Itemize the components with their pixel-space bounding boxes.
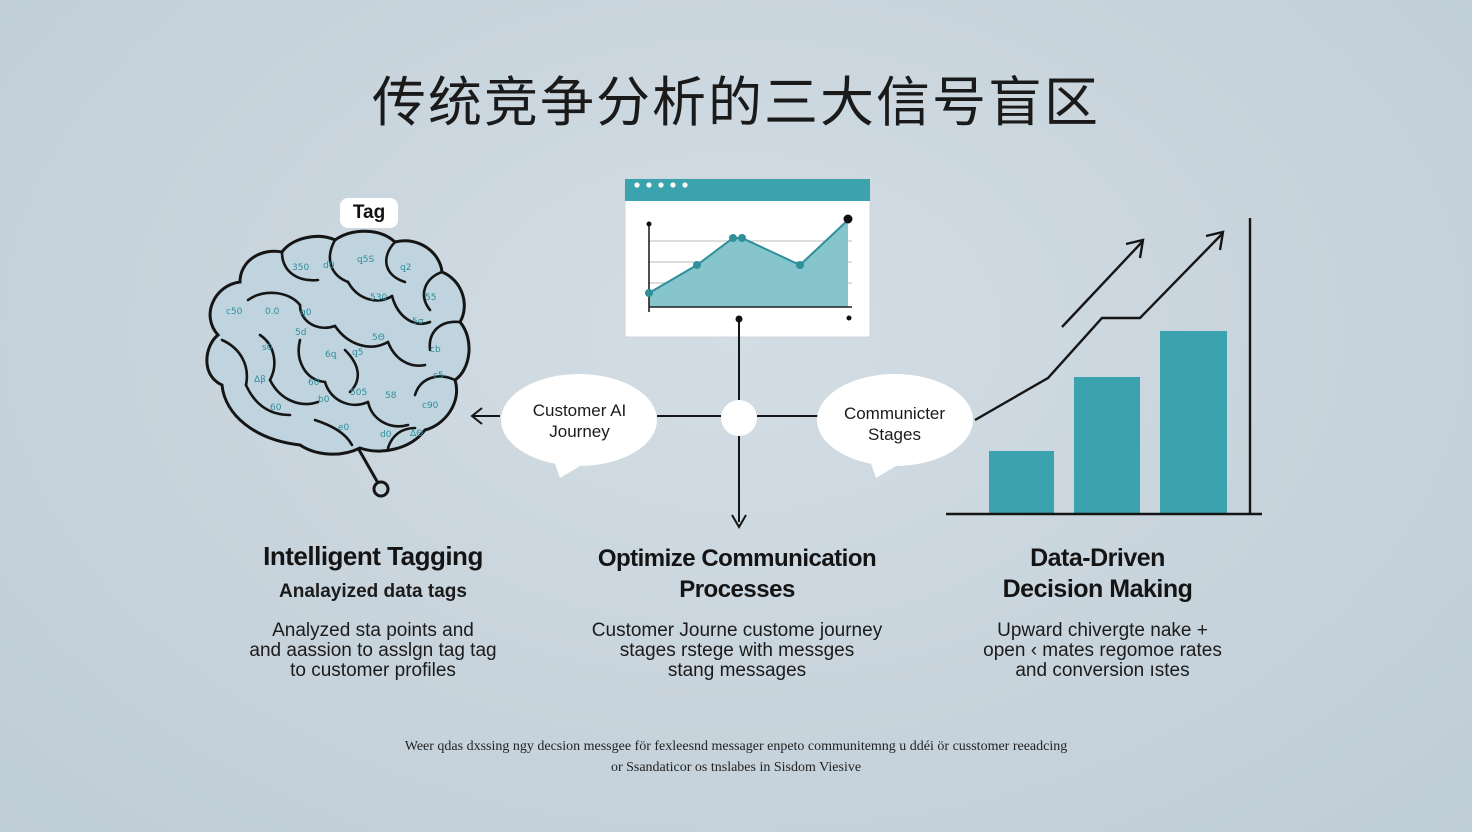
svg-text:58: 58	[385, 391, 397, 401]
svg-text:c90: c90	[422, 401, 439, 411]
svg-text:c5: c5	[433, 371, 444, 381]
svg-text:ΔΘ: ΔΘ	[410, 429, 423, 439]
trend-arrow-icon	[974, 230, 1225, 422]
svg-text:505: 505	[350, 388, 367, 398]
column-heading-optimize-communication: Optimize Communication Processes	[597, 545, 877, 603]
column-body-communication: Customer Journe custome journey stages r…	[591, 620, 883, 681]
column-heading-intelligent-tagging: Intelligent Tagging	[263, 541, 483, 571]
column-heading-data-driven: Data-Driven Decision Making	[1002, 544, 1193, 603]
svg-text:d0: d0	[380, 430, 392, 440]
connector-lines	[470, 319, 818, 529]
svg-text:Δβ: Δβ	[254, 375, 266, 385]
svg-text:5σ: 5σ	[412, 317, 424, 327]
svg-text:55: 55	[425, 293, 436, 303]
svg-text:60: 60	[270, 403, 282, 413]
svg-text:b0: b0	[318, 395, 330, 405]
hub-circle	[721, 400, 757, 436]
svg-text:0.0: 0.0	[265, 307, 280, 317]
svg-text:e0: e0	[338, 423, 350, 433]
svg-text:ꝗ2: ꝗ2	[400, 263, 411, 273]
svg-text:350: 350	[292, 263, 309, 273]
svg-text:c50: c50	[226, 307, 243, 317]
column-body-tagging: Analyzed sta points and and aassion to a…	[249, 620, 497, 681]
svg-text:60: 60	[308, 378, 320, 388]
brain-tag-label: Tag	[340, 198, 398, 228]
svg-text:ꝗ0: ꝗ0	[300, 308, 312, 318]
svg-text:cb: cb	[430, 345, 441, 355]
speech-bubble-icon	[501, 374, 973, 478]
svg-text:5d: 5d	[295, 328, 306, 338]
line-chart-window-icon	[624, 178, 871, 338]
footnote: Weer qdas dxssing ngy decsion messgee fö…	[404, 739, 1068, 775]
column-subheading-tagging: Analayized data tags	[279, 581, 467, 602]
svg-text:s0: s0	[262, 343, 273, 353]
svg-text:6ꝗ: 6ꝗ	[325, 350, 337, 360]
svg-text:ꝗ5S: ꝗ5S	[357, 255, 374, 265]
page-title: 传统竞争分析的三大信号盲区	[372, 71, 1100, 134]
svg-text:530: 530	[370, 293, 387, 303]
bubble-communication-stages: Communicter Stages	[843, 404, 946, 444]
bubble-customer-journey: Customer AI Journey	[532, 401, 627, 441]
bar-chart-icon	[946, 218, 1262, 516]
column-body-data-driven: Upward chivergte nake + open ‹ mates reg…	[983, 620, 1222, 681]
svg-text:ꝗ5: ꝗ5	[352, 348, 363, 358]
hub-top-dot	[735, 315, 743, 323]
svg-text:5Θ: 5Θ	[372, 333, 385, 343]
svg-text:d0: d0	[323, 261, 335, 271]
